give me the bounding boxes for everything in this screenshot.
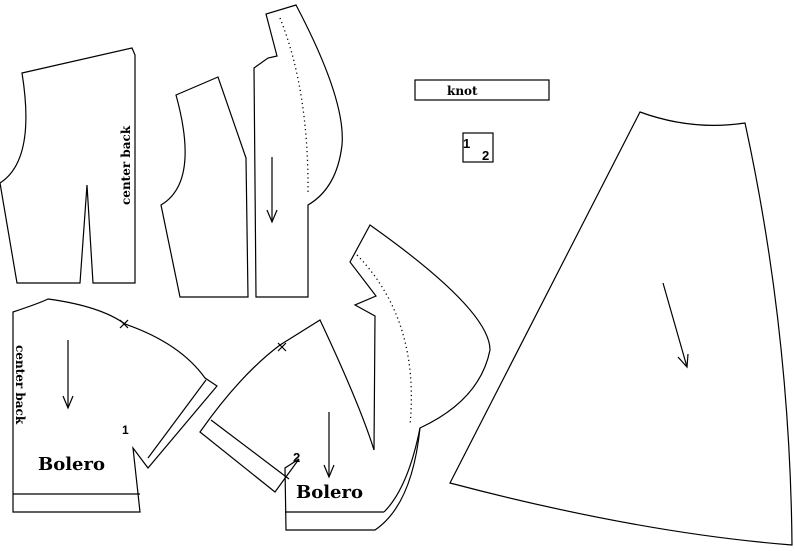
bolero-front-piece: 2 Bolero xyxy=(199,224,491,531)
bolero-back-piece: center back 1 Bolero xyxy=(12,298,218,513)
back-bodice-piece: center back xyxy=(0,47,136,284)
cross-mark-icon xyxy=(119,319,129,329)
square-mark-2: 2 xyxy=(482,148,489,163)
grainline-arrow-icon xyxy=(62,340,74,410)
skirt-panel-piece xyxy=(449,111,793,546)
sleeve-band-line xyxy=(210,419,290,480)
bolero-label: Bolero xyxy=(296,482,363,503)
grainline-arrow-icon xyxy=(323,412,335,479)
sleeve-band-line xyxy=(147,379,207,459)
knot-label: knot xyxy=(447,84,478,98)
cross-mark-icon xyxy=(277,342,287,352)
front-facing-dotted-line xyxy=(356,254,413,426)
knot-piece: knot xyxy=(414,79,550,101)
small-square-piece: 1 2 xyxy=(462,132,494,163)
notch-mark-2: 2 xyxy=(293,450,300,465)
square-mark-1: 1 xyxy=(463,136,470,151)
grainline-arrow-icon xyxy=(266,157,278,224)
center-back-label: center back xyxy=(13,345,27,425)
grainline-arrow-icon xyxy=(662,282,689,369)
notch-mark-1: 1 xyxy=(122,423,129,437)
bolero-label: Bolero xyxy=(38,454,105,475)
center-back-label: center back xyxy=(119,125,133,205)
front-band-line xyxy=(383,427,421,513)
front-bodice-piece xyxy=(160,4,343,298)
